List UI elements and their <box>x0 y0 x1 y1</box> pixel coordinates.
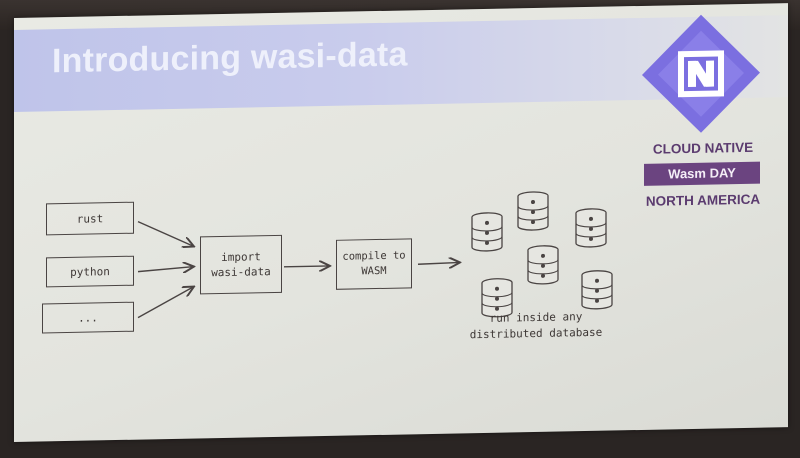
import-box: import wasi-data <box>200 234 282 295</box>
arrow-rust-to-import <box>137 220 194 248</box>
event-brand: CLOUD NATIVE Wasm DAY NORTH AMERICA <box>634 11 774 214</box>
arrow-import-to-compile <box>284 266 330 267</box>
arrow-other-to-import <box>137 287 194 319</box>
databases-caption: run inside any distributed database <box>456 308 616 343</box>
input-label-rust: rust <box>76 211 104 226</box>
input-box-python: python <box>46 255 134 288</box>
database-icon <box>527 245 559 285</box>
arrow-python-to-import <box>137 267 194 272</box>
import-line-2: wasi-data <box>211 265 271 280</box>
compile-box: compile to WASM <box>336 238 412 290</box>
input-box-rust: rust <box>46 201 134 236</box>
flow-diagram <box>137 191 613 319</box>
database-icon <box>581 270 613 310</box>
input-box-other: ... <box>42 301 134 334</box>
caption-line-2: distributed database <box>469 325 603 342</box>
input-label-python: python <box>70 264 110 279</box>
input-label-other: ... <box>78 310 98 325</box>
database-icon <box>471 212 503 252</box>
database-icon <box>575 208 607 248</box>
database-icon <box>481 278 513 318</box>
arrow-compile-to-databases <box>417 262 460 264</box>
database-icon <box>517 191 549 231</box>
presentation-slide: Introducing wasi-data CLOUD NATIVE Wasm … <box>14 3 788 443</box>
compile-line-1: compile to <box>342 249 406 263</box>
cncf-logo-icon <box>642 14 760 133</box>
import-line-1: import <box>221 250 261 265</box>
compile-line-2: WASM <box>361 264 387 278</box>
